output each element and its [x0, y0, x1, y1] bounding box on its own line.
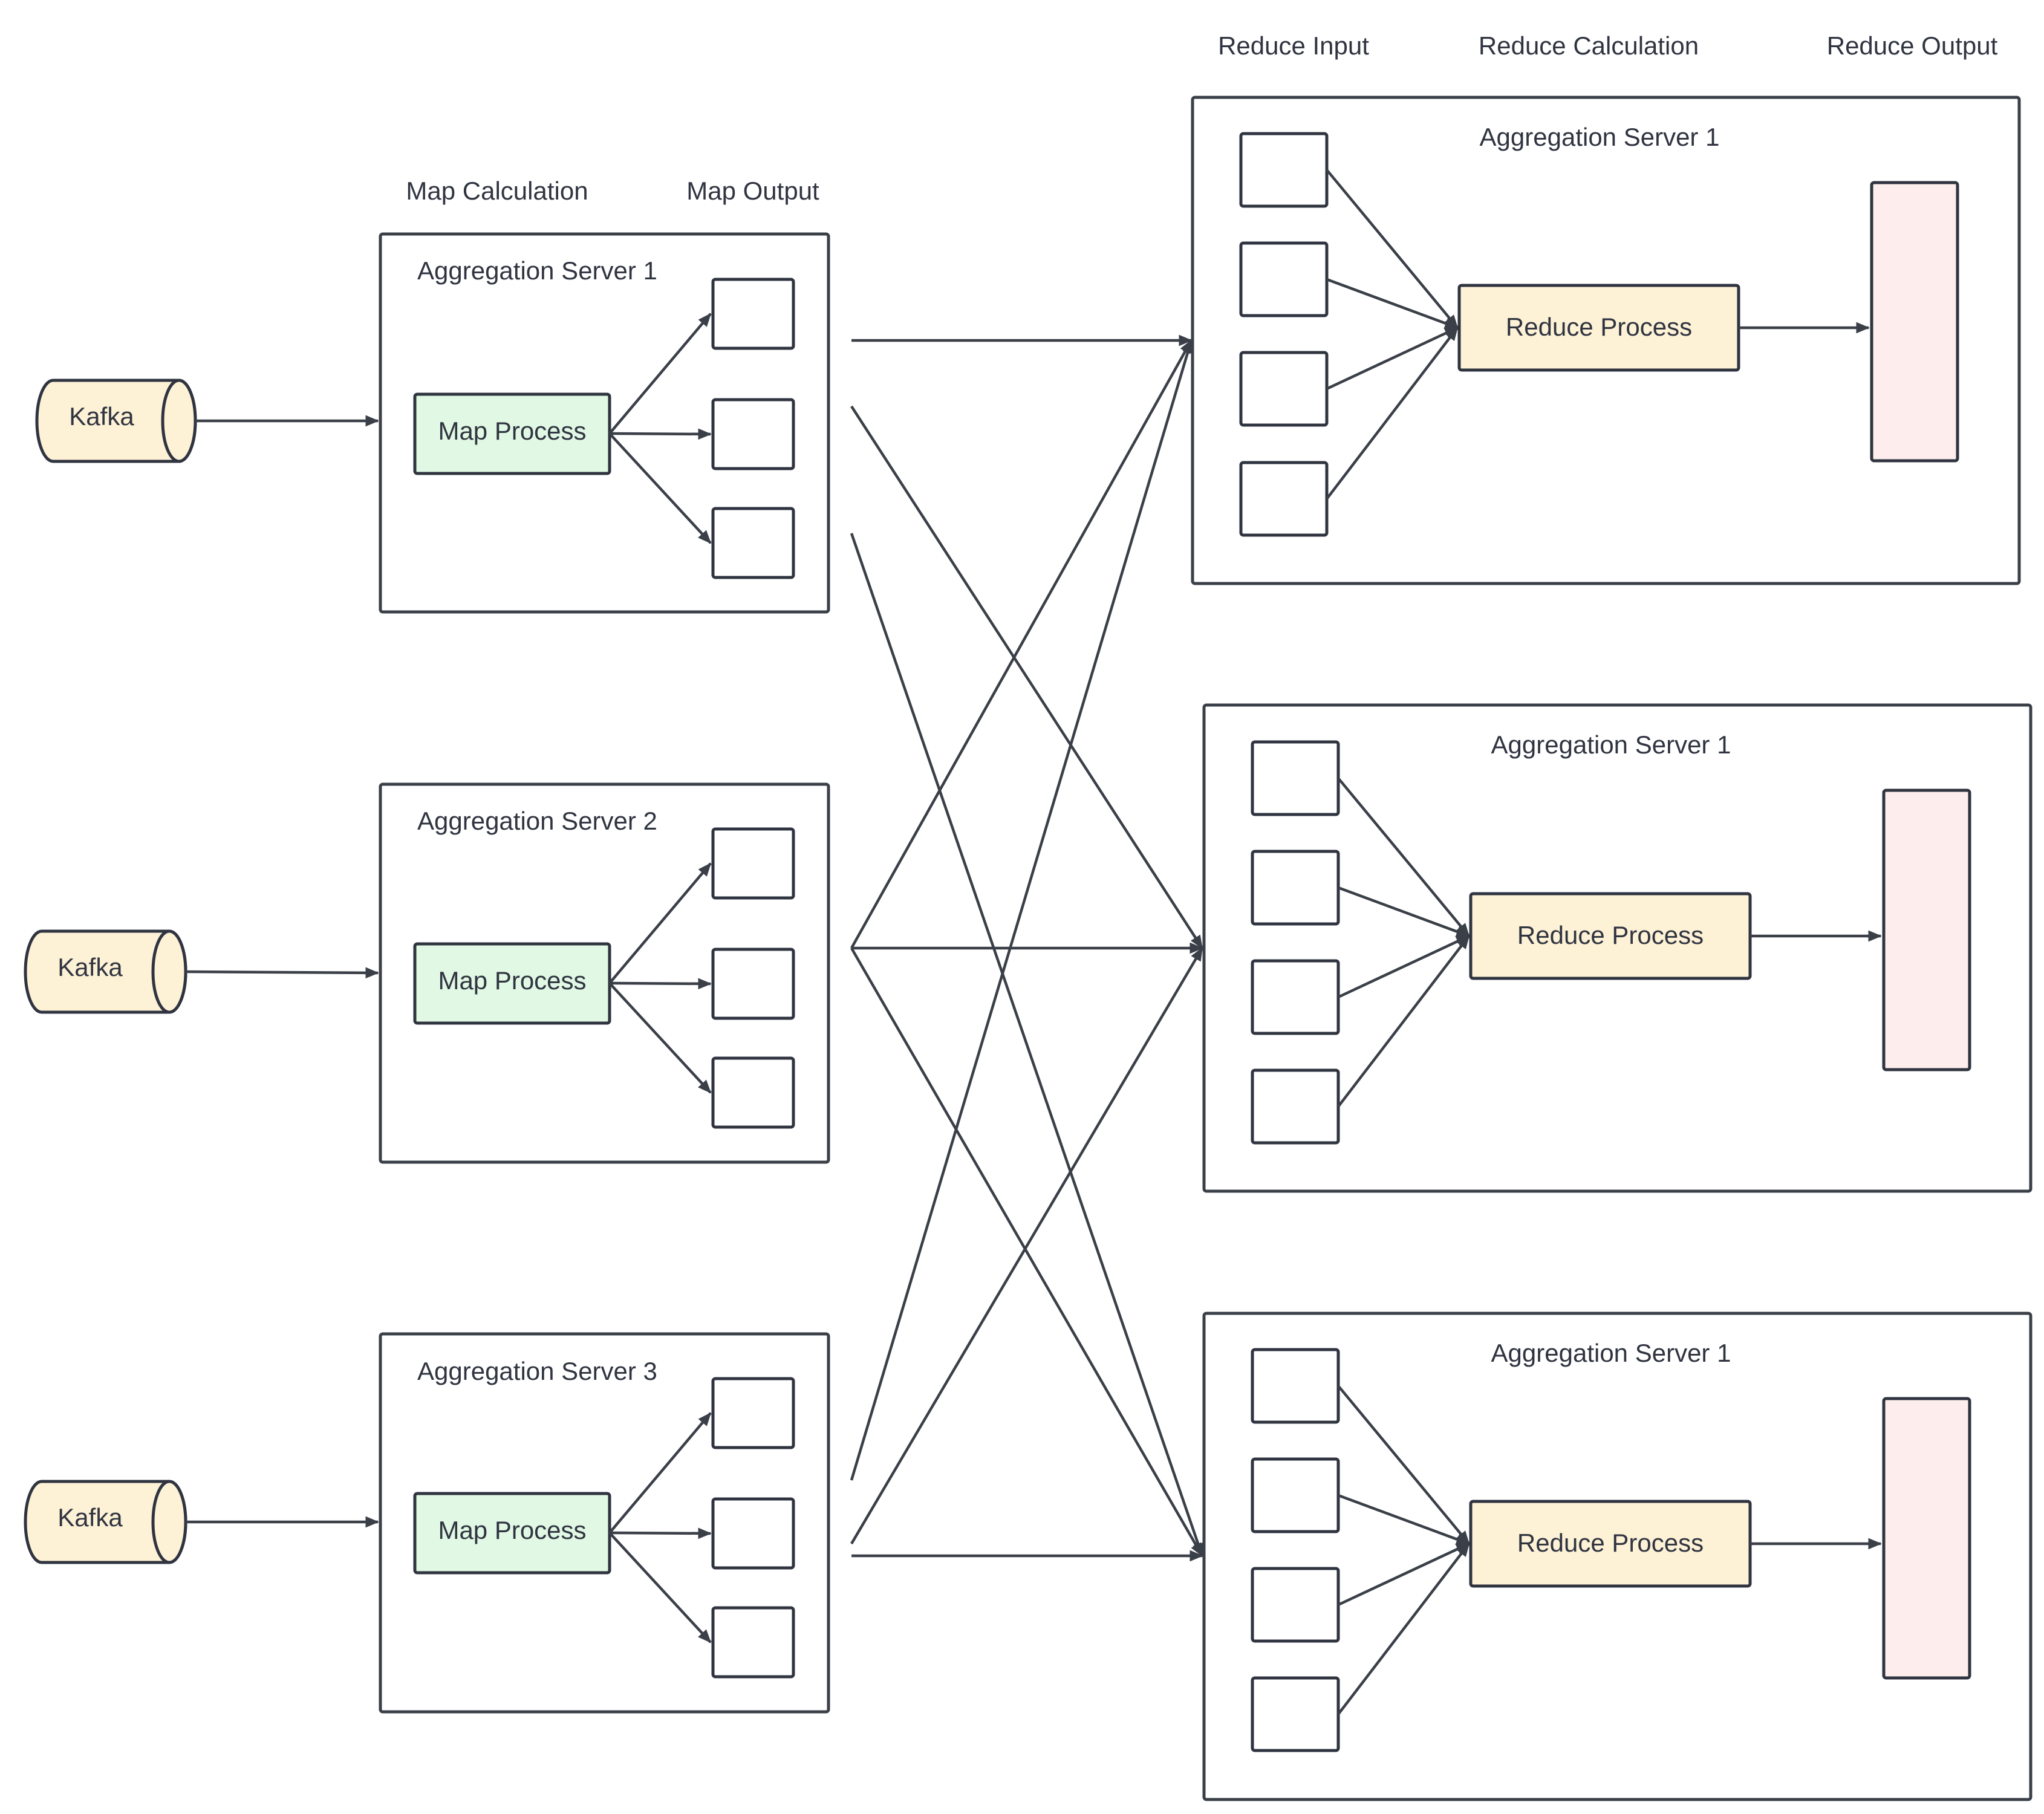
map-process-label: Map Process: [438, 417, 586, 445]
kafka-source-2: Kafka: [24, 929, 187, 1014]
kafka-label: Kafka: [57, 953, 123, 981]
reduce-input-slot: [1251, 850, 1340, 926]
reduce-input-slot: [1239, 132, 1329, 208]
reduce-output-box: [1882, 1397, 1971, 1680]
header-reduce-input: Reduce Input: [1218, 31, 1369, 60]
header-map-calculation: Map Calculation: [406, 177, 588, 205]
map-process-label: Map Process: [438, 1516, 586, 1544]
reduce-input-slot: [1239, 351, 1329, 427]
map-output-slot: [711, 1377, 795, 1449]
reduce-server-title: Aggregation Server 1: [1491, 730, 1731, 759]
shuffle-edges: [850, 334, 1204, 1562]
map-output-slot: [711, 507, 795, 579]
reduce-process-label: Reduce Process: [1517, 1529, 1704, 1557]
reduce-input-slot: [1251, 1676, 1340, 1752]
map-server-3: Aggregation Server 3 Map Process: [379, 1332, 830, 1714]
kafka-label: Kafka: [69, 402, 134, 431]
reduce-process-label: Reduce Process: [1517, 921, 1704, 949]
map-output-slot: [711, 1606, 795, 1679]
reduce-input-slot: [1251, 1457, 1340, 1533]
reduce-server-2: Aggregation Server 1 Reduce Process: [1202, 703, 2033, 1193]
reduce-output-box: [1870, 181, 1959, 463]
kafka-source-1: Kafka: [35, 379, 197, 463]
map-server-1: Aggregation Server 1 Map Process: [379, 232, 830, 614]
reduce-input-slot: [1239, 461, 1329, 537]
kafka-label: Kafka: [57, 1503, 123, 1532]
reduce-output-box: [1882, 788, 1971, 1071]
reduce-input-slot: [1251, 959, 1340, 1035]
kafka-source-3: Kafka: [24, 1480, 187, 1564]
header-reduce-calculation: Reduce Calculation: [1479, 31, 1699, 60]
reduce-input-slot: [1251, 1068, 1340, 1145]
header-map-output: Map Output: [686, 177, 819, 205]
header-reduce-output: Reduce Output: [1827, 31, 1998, 60]
map-server-title: Aggregation Server 3: [417, 1357, 657, 1385]
map-output-slot: [711, 827, 795, 900]
reduce-process-label: Reduce Process: [1506, 313, 1692, 341]
reduce-input-slot: [1251, 1348, 1340, 1424]
reduce-server-title: Aggregation Server 1: [1480, 123, 1720, 151]
map-server-2: Aggregation Server 2 Map Process: [379, 782, 830, 1164]
reduce-input-slot: [1251, 740, 1340, 816]
map-output-slot: [711, 398, 795, 470]
map-output-slot: [711, 948, 795, 1020]
map-server-title: Aggregation Server 1: [417, 256, 657, 285]
map-process-label: Map Process: [438, 966, 586, 995]
reduce-input-slot: [1239, 241, 1329, 317]
reduce-server-title: Aggregation Server 1: [1491, 1339, 1731, 1367]
reduce-input-slot: [1251, 1567, 1340, 1643]
reduce-server-3: Aggregation Server 1 Reduce Process: [1202, 1312, 2033, 1801]
map-output-slot: [711, 1056, 795, 1129]
reduce-server-1: Aggregation Server 1 Reduce Process: [1191, 96, 2021, 585]
map-server-title: Aggregation Server 2: [417, 807, 657, 835]
map-output-slot: [711, 278, 795, 350]
map-output-slot: [711, 1497, 795, 1570]
